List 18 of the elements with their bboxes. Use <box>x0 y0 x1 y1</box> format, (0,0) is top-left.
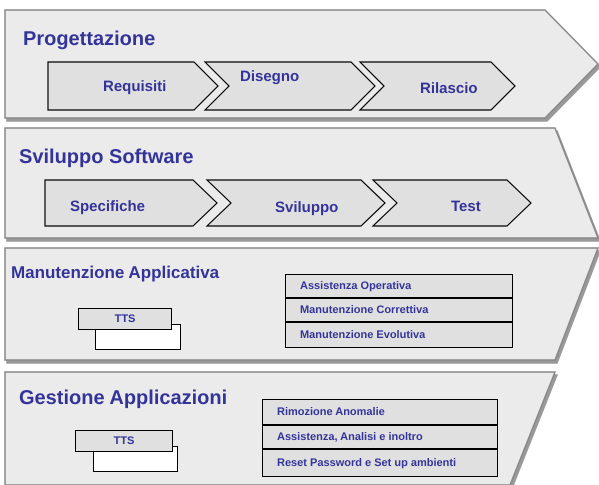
step-label: Rilascio <box>420 80 478 97</box>
step-label: Test <box>451 198 481 215</box>
band-title: Sviluppo Software <box>19 146 194 169</box>
activity-row: Rimozione Anomalie <box>262 399 498 425</box>
band-title: Gestione Applicazioni <box>19 387 228 410</box>
band-title: Progettazione <box>23 28 156 51</box>
band-title: Manutenzione Applicativa <box>11 263 220 283</box>
step-label: Disegno <box>240 68 300 85</box>
activity-row: Manutenzione Evolutiva <box>285 322 513 348</box>
step-label: Sviluppo <box>275 199 338 216</box>
activity-row: Assistenza Operativa <box>285 274 513 298</box>
activity-row: Assistenza, Analisi e inoltro <box>262 425 498 449</box>
activity-row: Manutenzione Correttiva <box>285 298 513 322</box>
step-label: Specifiche <box>70 198 146 215</box>
activity-row: Reset Password e Set up ambienti <box>262 449 498 477</box>
system-label: TTS <box>75 430 173 452</box>
step-label: Requisiti <box>103 78 166 95</box>
system-label: TTS <box>78 308 172 330</box>
